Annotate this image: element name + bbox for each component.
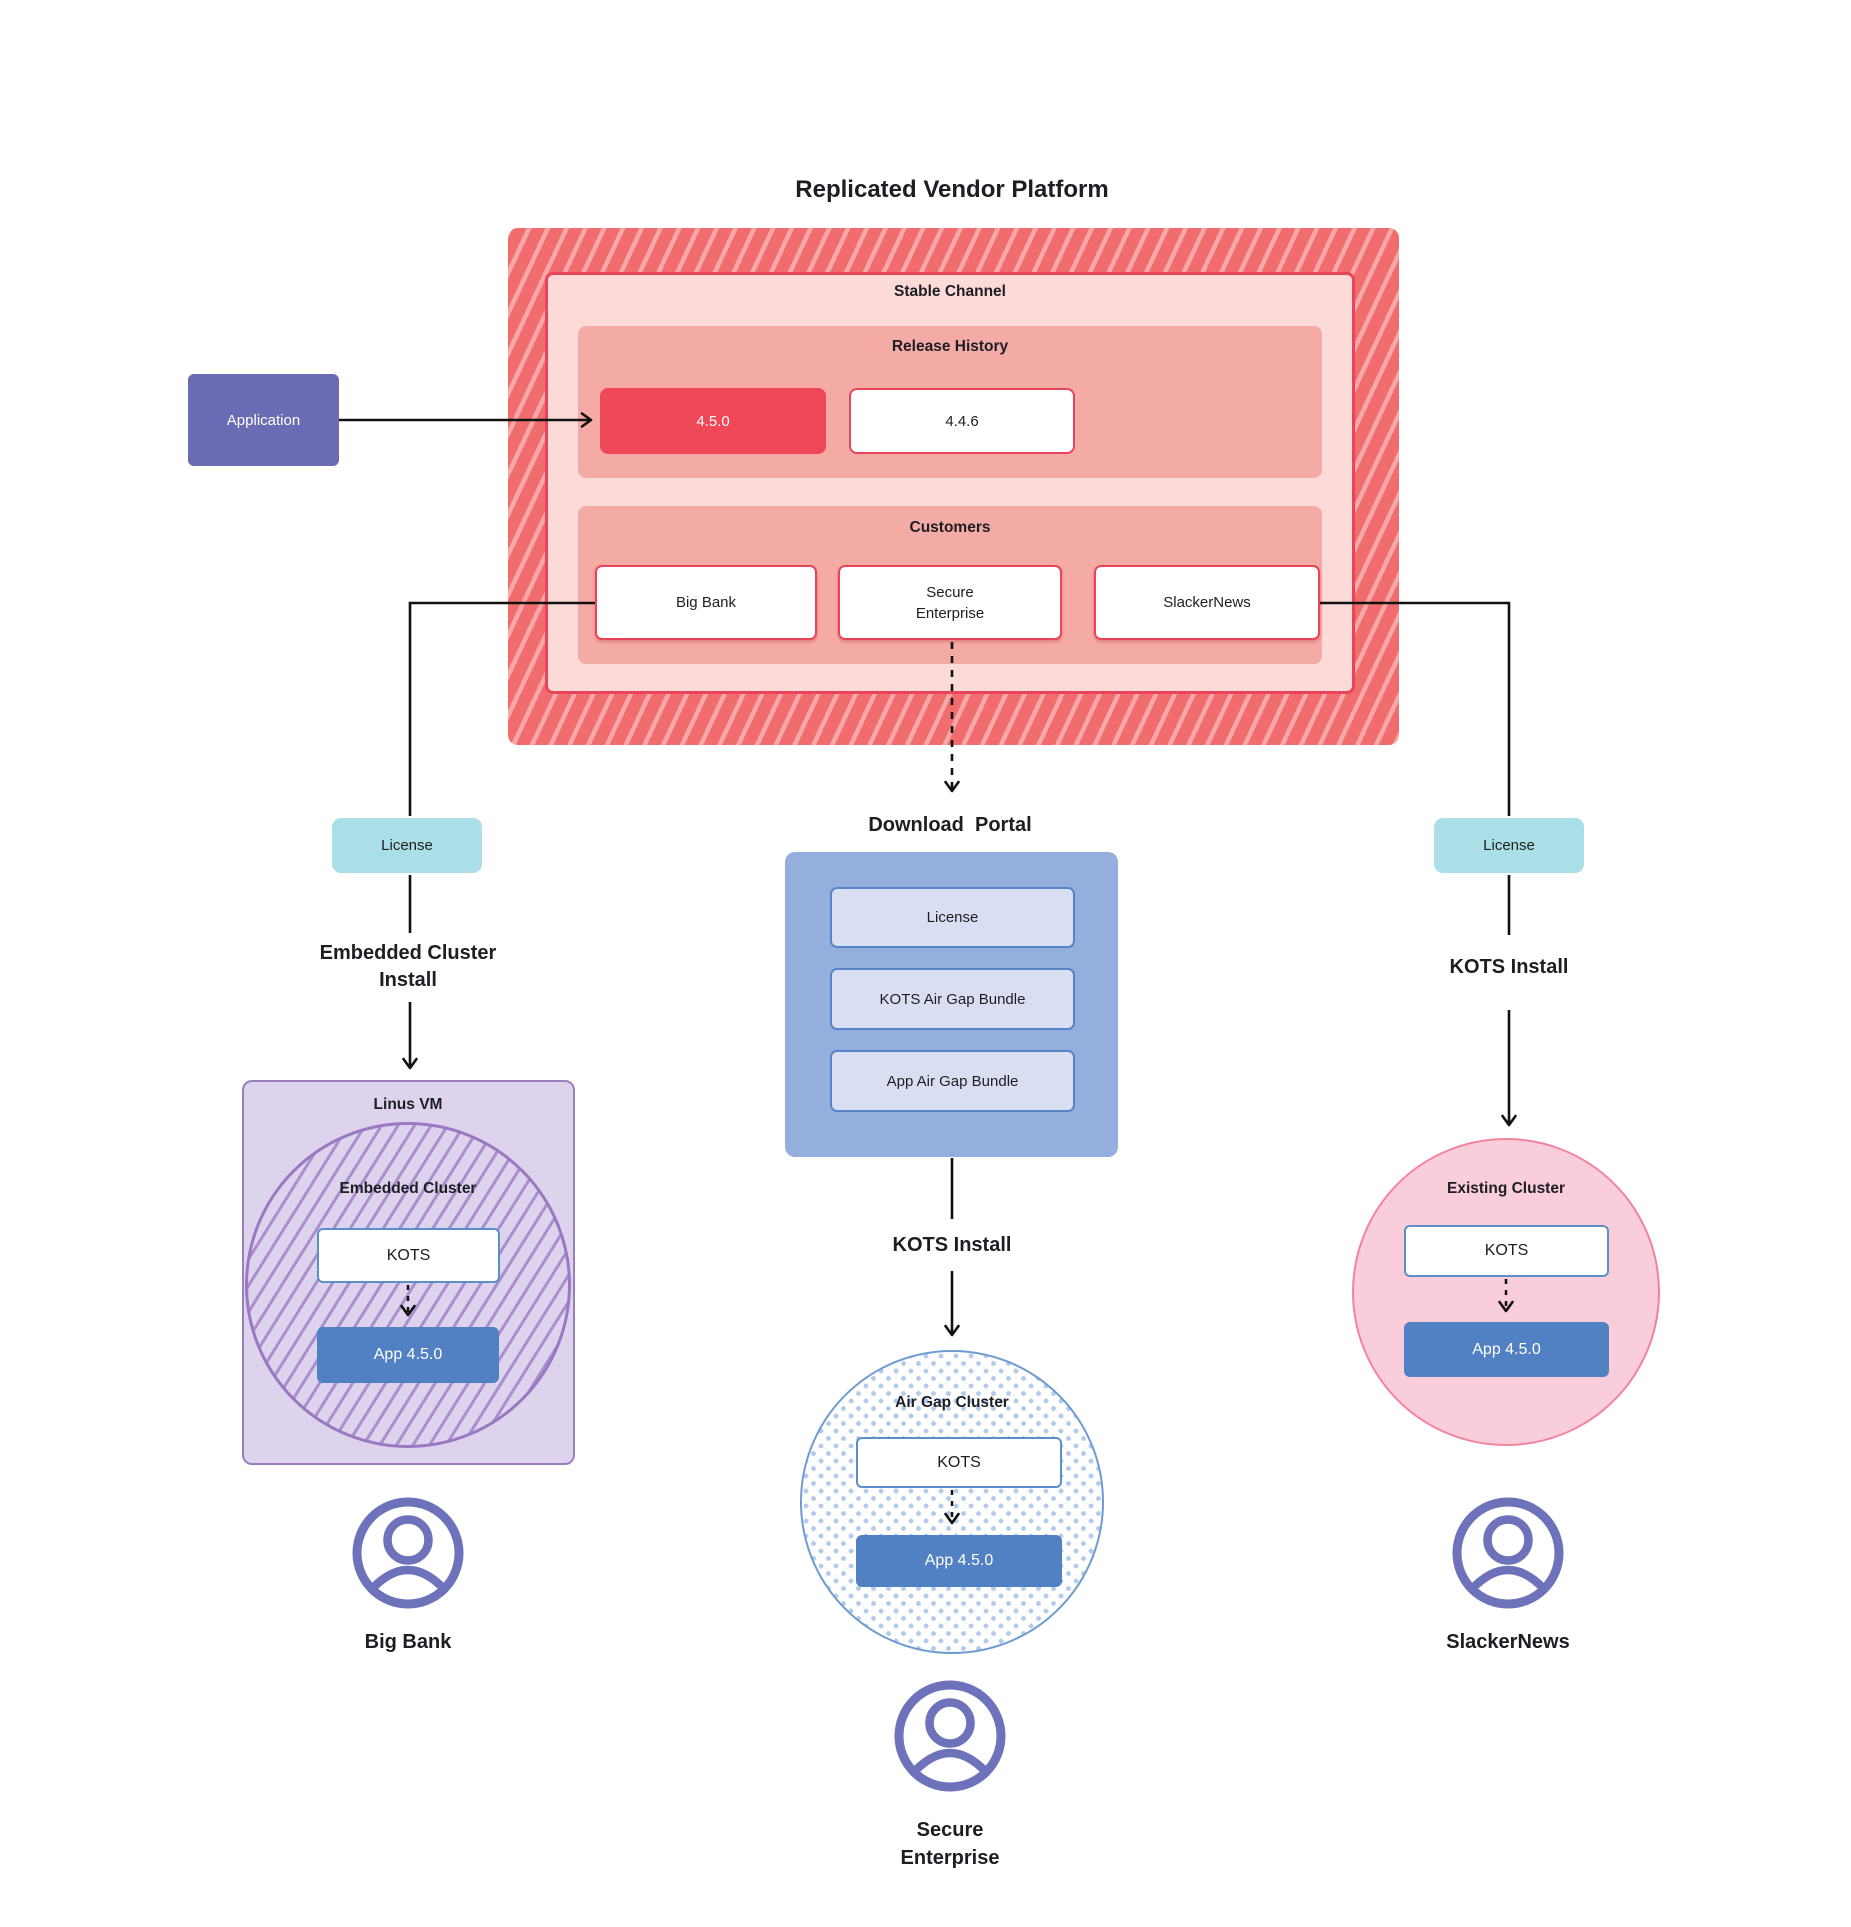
application-label: Application xyxy=(226,411,301,429)
customer-big-bank: Big Bank xyxy=(595,565,817,640)
user-big-bank-label: Big Bank xyxy=(364,1631,452,1653)
embedded-cluster-label: Embedded Cluster xyxy=(339,1180,477,1197)
customers-label: Customers xyxy=(909,519,991,536)
embedded-cluster-circle xyxy=(245,1122,571,1448)
license-box-right: License xyxy=(1434,818,1584,873)
kots-box-right: KOTS xyxy=(1404,1225,1609,1277)
kots-middle-label: KOTS xyxy=(937,1453,981,1471)
app-box-left: App 4.5.0 xyxy=(317,1327,499,1383)
kots-left-label: KOTS xyxy=(386,1246,431,1264)
customer-big-bank-label: Big Bank xyxy=(675,594,737,611)
application-box: Application xyxy=(188,374,339,466)
existing-cluster-label: Existing Cluster xyxy=(1447,1180,1565,1197)
user-icon xyxy=(894,1680,1006,1792)
release-version-current-label: 4.5.0 xyxy=(696,412,730,430)
user-secure-enterprise-text: Secure Enterprise xyxy=(900,1819,1000,1869)
release-version-previous-label: 4.4.6 xyxy=(945,412,979,430)
kots-install-label-middle: KOTS Install xyxy=(892,1234,1012,1256)
portal-item-license: License xyxy=(830,887,1075,948)
customer-slackernews-label: SlackerNews xyxy=(1163,594,1251,611)
release-version-previous: 4.4.6 xyxy=(849,388,1075,454)
user-icon xyxy=(1452,1497,1564,1609)
kots-right-label: KOTS xyxy=(1484,1242,1529,1259)
kots-box-left: KOTS xyxy=(317,1228,500,1283)
customer-secure-enterprise: Secure Enterprise xyxy=(838,565,1062,640)
portal-item-license-label: License xyxy=(926,909,979,926)
license-left-label: License xyxy=(381,837,433,854)
customer-slackernews: SlackerNews xyxy=(1094,565,1320,640)
download-portal-title: Download Portal xyxy=(868,814,1032,836)
portal-item-kots-bundle-label: KOTS Air Gap Bundle xyxy=(879,990,1026,1008)
release-version-current: 4.5.0 xyxy=(600,388,826,454)
license-right-label: License xyxy=(1483,837,1535,854)
user-icon xyxy=(352,1497,464,1609)
portal-item-kots-bundle: KOTS Air Gap Bundle xyxy=(830,968,1075,1030)
portal-item-app-bundle: App Air Gap Bundle xyxy=(830,1050,1075,1112)
license-box-left: License xyxy=(332,818,482,873)
user-slackernews-label: SlackerNews xyxy=(1446,1631,1570,1653)
page-title: Replicated Vendor Platform xyxy=(795,176,1109,203)
app-box-right: App 4.5.0 xyxy=(1404,1322,1609,1377)
portal-item-app-bundle-label: App Air Gap Bundle xyxy=(886,1072,1019,1090)
app-right-label: App 4.5.0 xyxy=(1472,1340,1541,1358)
embedded-cluster-install-label: Embedded Cluster Install xyxy=(319,942,502,991)
user-secure-enterprise-label: Secure Enterprise xyxy=(870,1816,1030,1872)
app-left-label: App 4.5.0 xyxy=(373,1346,443,1363)
stable-channel-label: Stable Channel xyxy=(894,283,1006,300)
release-history-label: Release History xyxy=(891,338,1009,355)
app-box-middle: App 4.5.0 xyxy=(856,1535,1062,1587)
air-gap-cluster-label: Air Gap Cluster xyxy=(895,1394,1009,1411)
app-middle-label: App 4.5.0 xyxy=(924,1552,994,1569)
kots-install-label-right: KOTS Install xyxy=(1449,956,1569,978)
linus-vm-label: Linus VM xyxy=(373,1096,443,1113)
kots-box-middle: KOTS xyxy=(856,1437,1062,1488)
customer-secure-enterprise-label: Secure Enterprise xyxy=(915,583,985,622)
